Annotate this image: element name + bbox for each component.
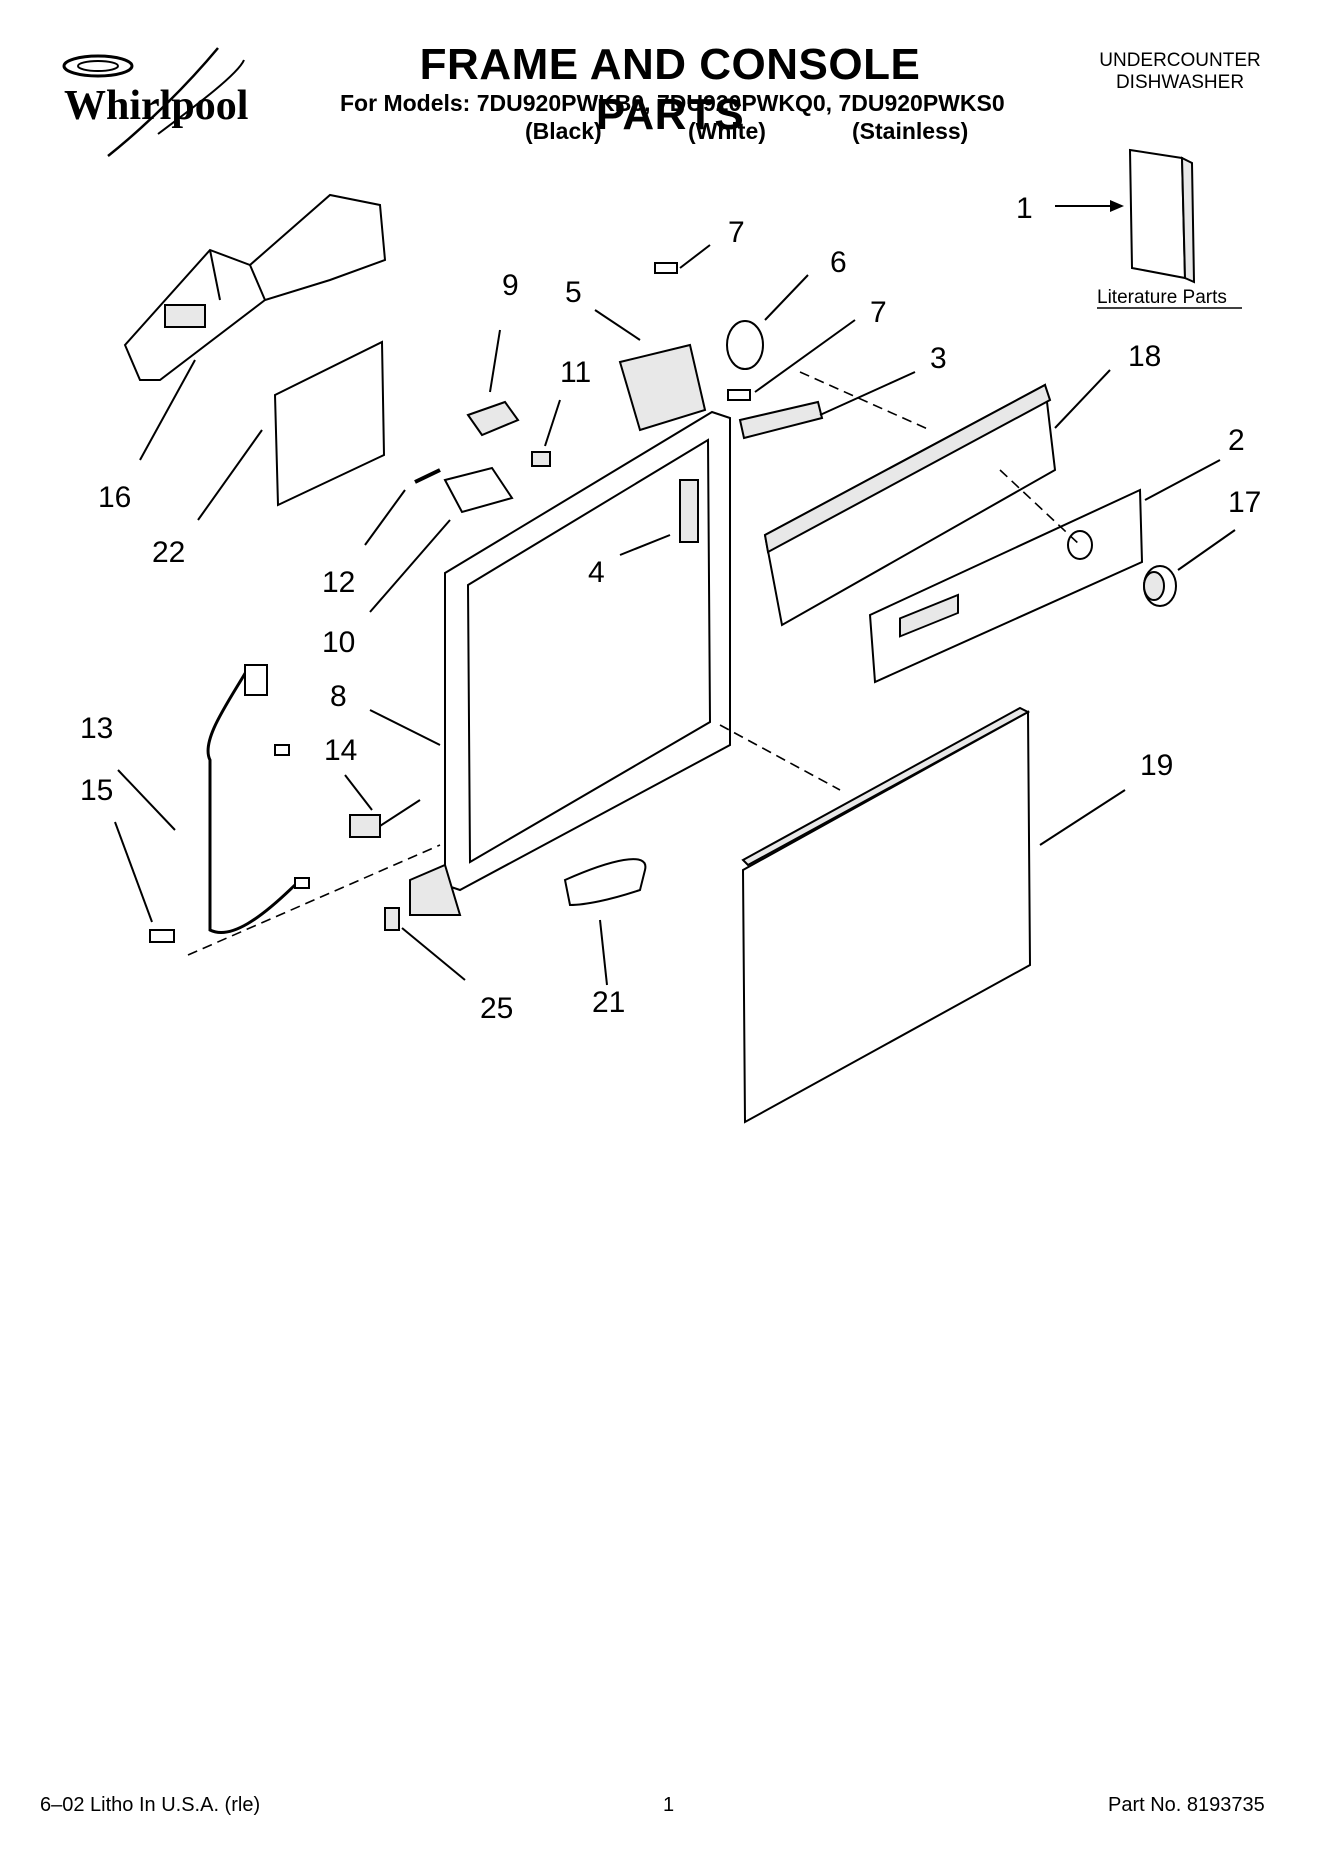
brand-logo-text: Whirlpool	[64, 83, 249, 129]
logo-swirl-icon	[62, 47, 245, 157]
callout-arrow-16	[139, 359, 196, 461]
part-6-selector-gear	[726, 320, 764, 370]
callout-16: 16	[98, 481, 131, 514]
callout-arrow-3	[819, 371, 916, 416]
callout-13: 13	[80, 712, 113, 745]
part-9-switch	[466, 400, 520, 437]
part-12-pin	[414, 468, 441, 484]
dashed-guide-3	[187, 844, 441, 956]
callout-arrow-6	[764, 274, 809, 321]
callout-15: 15	[80, 774, 113, 807]
part-7-screw-top	[654, 262, 678, 274]
callout-18: 18	[1128, 340, 1161, 373]
callout-21: 21	[592, 986, 625, 1019]
models-line: For Models: 7DU920PWKB0, 7DU920PWKQ0, 7D…	[340, 90, 1005, 116]
part-3-bracket	[738, 400, 824, 440]
page-title: FRAME AND CONSOLE PARTS	[419, 40, 921, 139]
variant-stainless: (Stainless)	[852, 118, 969, 144]
callout-11: 11	[560, 356, 591, 389]
part-19-door-panel	[741, 706, 1032, 1124]
part-25-clip	[384, 907, 400, 931]
callout-arrow-19	[1039, 789, 1126, 846]
part-17-knob	[1143, 565, 1177, 607]
callout-arrow-22	[197, 429, 263, 521]
callout-arrow-7-mid	[754, 319, 856, 393]
part-15-screw	[149, 929, 175, 943]
callout-arrow-17	[1177, 529, 1236, 571]
part-2-console-panel	[868, 488, 1144, 684]
callout-arrow-2	[1144, 459, 1221, 501]
part-4-latch	[679, 479, 699, 543]
literature-booklet	[1128, 148, 1196, 284]
callout-arrow-8	[369, 709, 441, 746]
callout-25: 25	[480, 992, 513, 1025]
product-type-line2: DISHWASHER	[1115, 72, 1245, 93]
part-10-bracket	[443, 466, 514, 514]
product-type-line1: UNDERCOUNTER	[1099, 50, 1261, 71]
callout-3: 3	[930, 342, 947, 375]
part-11-connector	[531, 451, 551, 467]
variant-white: (White)	[688, 118, 766, 144]
part-13-wire-harness	[206, 664, 310, 935]
part-8-door-frame	[409, 410, 731, 916]
callout-8: 8	[330, 680, 347, 713]
footer-litho: 6–02 Litho In U.S.A. (rle)	[40, 1794, 261, 1816]
callout-arrow-5	[594, 309, 641, 341]
callout-arrow-21	[599, 919, 608, 986]
part-18-console	[763, 383, 1057, 627]
part-21-hinge-strap	[563, 858, 647, 907]
callout-9: 9	[502, 269, 519, 302]
callout-10: 10	[322, 626, 355, 659]
part-16-housing	[123, 193, 387, 381]
callout-1: 1	[1016, 192, 1033, 225]
callout-7-top: 7	[728, 216, 745, 249]
callout-arrow-9	[489, 329, 501, 393]
callout-arrow-12	[364, 489, 406, 546]
literature-parts-label: Literature Parts	[1097, 287, 1227, 308]
callout-12: 12	[322, 566, 355, 599]
callout-4: 4	[588, 556, 605, 589]
exploded-parts-diagram: 1 2 3 4 5 6 7 7 8 9 10 11 12 13 14 15 16…	[80, 148, 1261, 1124]
callout-arrow-11	[544, 399, 561, 447]
callout-arrow-25	[401, 927, 466, 981]
footer-part-number: Part No. 8193735	[1108, 1794, 1265, 1816]
callout-arrow-7-top	[679, 244, 711, 269]
dashed-guide-4	[999, 469, 1081, 546]
callout-arrow-4	[619, 534, 671, 556]
part-14-connector	[349, 799, 421, 838]
part-5-control-module	[618, 343, 707, 432]
callout-19: 19	[1140, 749, 1173, 782]
dashed-guide-1	[799, 371, 931, 431]
callout-6: 6	[830, 246, 847, 279]
variant-black: (Black)	[525, 118, 602, 144]
callout-arrow-18	[1054, 369, 1111, 429]
footer-page-number: 1	[663, 1794, 675, 1816]
callout-14: 14	[324, 734, 357, 767]
product-type: UNDERCOUNTER DISHWASHER	[1080, 50, 1280, 94]
callout-arrow-13	[117, 769, 176, 831]
brand-logo	[48, 44, 278, 164]
callout-22: 22	[152, 536, 185, 569]
callout-arrow-14	[344, 774, 373, 811]
part-7-screw-mid	[727, 389, 751, 401]
callout-17: 17	[1228, 486, 1261, 519]
callout-7-mid: 7	[870, 296, 887, 329]
callout-arrow-15	[114, 821, 153, 923]
part-22-insulation	[273, 340, 386, 507]
callout-arrow-10	[369, 519, 451, 613]
callout-5: 5	[565, 276, 582, 309]
callout-2: 2	[1228, 424, 1245, 457]
dashed-guide-2	[719, 724, 841, 791]
